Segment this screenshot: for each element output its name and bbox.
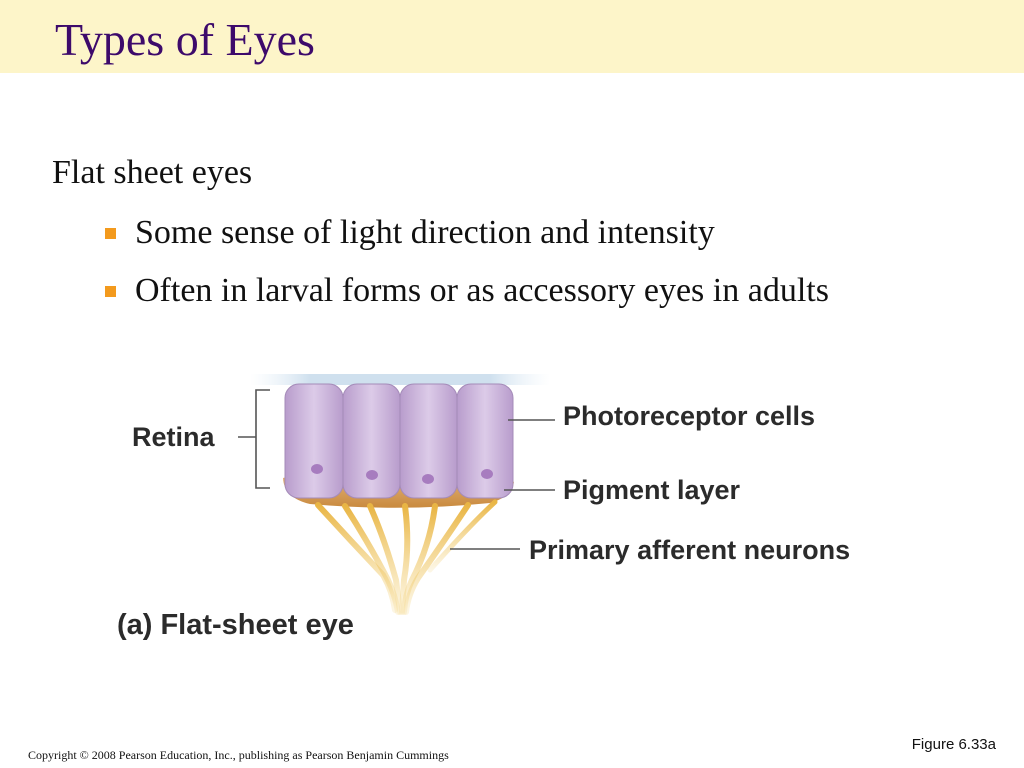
figure-caption: (a)Flat-sheet eye <box>117 609 354 641</box>
photoreceptor-label: Photoreceptor cells <box>563 401 816 431</box>
photoreceptor-cells <box>284 383 514 499</box>
surface-layer <box>250 374 550 385</box>
sub-bullet-text: Some sense of light direction and intens… <box>135 214 715 251</box>
square-bullet-icon <box>105 286 116 297</box>
bullet-heading: Flat sheet eyes <box>52 154 253 191</box>
copyright-footer: Copyright © 2008 Pearson Education, Inc.… <box>28 748 449 762</box>
primary-afferent-neurons <box>315 499 498 615</box>
retina-bracket <box>255 389 270 489</box>
figure-reference: Figure 6.33a <box>911 736 996 753</box>
caption-text: Flat-sheet eye <box>160 609 354 641</box>
pigment-label: Pigment layer <box>563 475 741 505</box>
slide-title: Types of Eyes <box>55 14 315 65</box>
afferent-label: Primary afferent neurons <box>529 535 851 565</box>
title-bar: Types of Eyes <box>0 0 1024 73</box>
caption-prefix: (a) <box>117 609 153 641</box>
sub-bullet-text: Often in larval forms or as accessory ey… <box>135 272 829 309</box>
square-bullet-icon <box>105 228 116 239</box>
retina-label: Retina <box>132 422 215 452</box>
